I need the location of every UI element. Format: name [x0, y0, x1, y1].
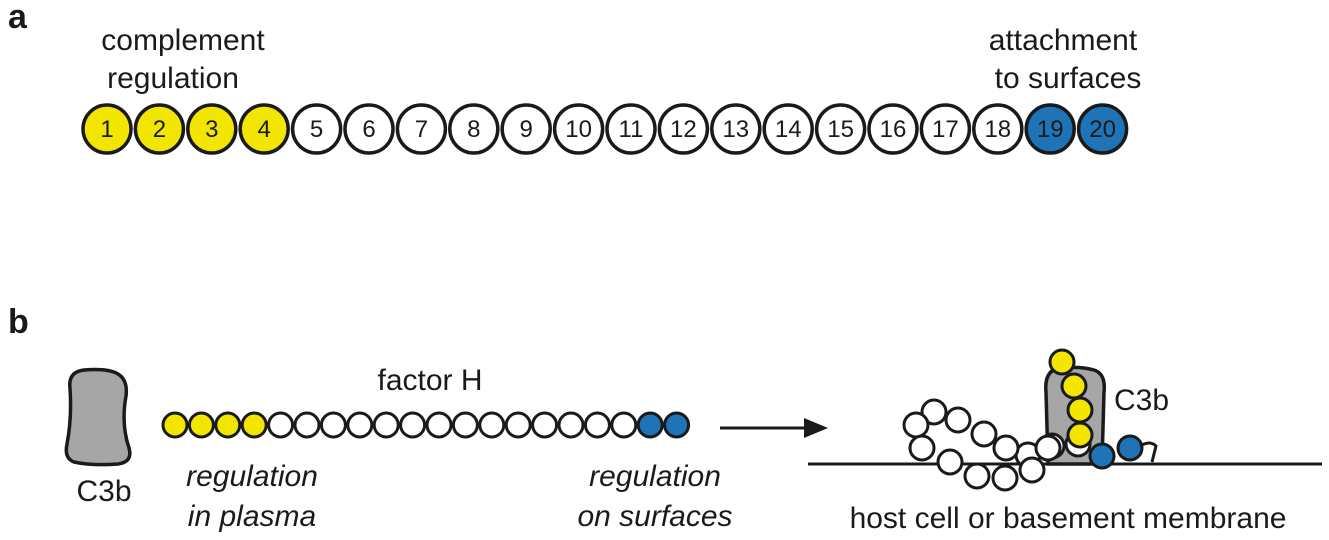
- svg-text:2: 2: [153, 116, 166, 143]
- svg-text:6: 6: [362, 116, 375, 143]
- svg-text:4: 4: [258, 116, 271, 143]
- svg-text:15: 15: [827, 116, 854, 143]
- svg-text:9: 9: [520, 116, 533, 143]
- c3b-label-right: C3b: [1114, 384, 1169, 417]
- ccp-domain-1: 1: [81, 103, 133, 155]
- ccp-domain-13: 13: [710, 103, 762, 155]
- ccp-domain-4: 4: [238, 103, 290, 155]
- bound-domain-14: [970, 420, 998, 448]
- arrow-icon: [720, 418, 828, 438]
- regulation-in-plasma-line1: regulation: [186, 460, 318, 493]
- membrane-label: host cell or basement membrane: [850, 502, 1287, 535]
- attachment-caption-line2: to surfaces: [995, 62, 1142, 95]
- svg-text:12: 12: [670, 116, 697, 143]
- chain-domain-12: [451, 411, 479, 439]
- c3b-shape-left: [64, 367, 132, 467]
- chain-domain-20: [663, 411, 691, 439]
- svg-text:14: 14: [775, 116, 802, 143]
- bound-domain-3: [1066, 396, 1094, 424]
- chain-domain-14: [504, 411, 532, 439]
- bound-domain-6: [1018, 456, 1046, 484]
- svg-text:16: 16: [880, 116, 907, 143]
- panel-b-label: b: [8, 303, 29, 341]
- svg-text:5: 5: [310, 116, 323, 143]
- chain-domain-2: [187, 411, 215, 439]
- bound-domain-5: [1034, 434, 1062, 462]
- c3b-label-left: C3b: [76, 475, 131, 508]
- chain-domain-4: [240, 411, 268, 439]
- chain-domain-19: [636, 411, 664, 439]
- bound-domain-12: [920, 398, 948, 426]
- bound-domain-20: [1116, 434, 1144, 462]
- svg-text:1: 1: [100, 116, 113, 143]
- chain-domain-10: [399, 411, 427, 439]
- ccp-domain-9: 9: [500, 103, 552, 155]
- ccp-domain-5: 5: [290, 103, 343, 155]
- ccp-domain-14: 14: [762, 103, 814, 155]
- factor-h-label: factor H: [377, 364, 482, 397]
- panel-a-label: a: [8, 0, 28, 36]
- attachment-caption-line1: attachment: [989, 24, 1138, 57]
- svg-text:17: 17: [932, 116, 959, 143]
- chain-domain-7: [319, 411, 347, 439]
- regulation-on-surfaces-line2: on surfaces: [577, 500, 732, 533]
- chain-domain-16: [557, 411, 585, 439]
- bound-domain-1: [1048, 348, 1076, 376]
- ccp-domain-6: 6: [343, 103, 395, 155]
- bound-domain-11: [902, 411, 930, 439]
- factor-h-chain: [161, 411, 691, 439]
- svg-text:8: 8: [467, 116, 480, 143]
- svg-text:7: 7: [415, 116, 428, 143]
- bound-domain-9: [936, 448, 964, 476]
- chain-domain-6: [293, 411, 321, 439]
- ccp-domain-18: 18: [972, 103, 1024, 155]
- ccp-domain-7: 7: [395, 103, 448, 155]
- ccp-domain-20: 20: [1076, 103, 1129, 155]
- chain-domain-5: [267, 411, 295, 439]
- surface-glycan-icon: [1139, 441, 1158, 463]
- chain-domain-15: [531, 411, 559, 439]
- svg-text:3: 3: [205, 116, 218, 143]
- svg-text:13: 13: [722, 116, 749, 143]
- svg-text:19: 19: [1037, 116, 1064, 143]
- bound-domain-4: [1066, 421, 1094, 449]
- complement-regulation-caption-line1: complement: [101, 24, 265, 57]
- ccp-domain-12: 12: [657, 103, 710, 155]
- complement-regulation-caption-line2: regulation: [107, 62, 239, 95]
- svg-text:18: 18: [984, 116, 1011, 143]
- ccp-domain-10: 10: [552, 103, 605, 155]
- ccp-domain-19: 19: [1024, 103, 1076, 155]
- bound-domain-7: [991, 464, 1019, 492]
- chain-domain-17: [583, 411, 611, 439]
- chain-domain-9: [372, 411, 400, 439]
- bound-factor-h-chain: [902, 348, 1158, 492]
- bound-domain-10: [908, 434, 936, 462]
- chain-domain-11: [425, 411, 453, 439]
- svg-text:10: 10: [565, 116, 592, 143]
- svg-text:20: 20: [1089, 116, 1116, 143]
- chain-domain-18: [610, 411, 638, 439]
- regulation-on-surfaces-line1: regulation: [589, 460, 721, 493]
- chain-domain-13: [478, 411, 506, 439]
- ccp-domain-3: 3: [186, 103, 238, 155]
- ccp-domain-8: 8: [448, 103, 500, 155]
- svg-text:11: 11: [619, 116, 644, 143]
- ccp-domain-15: 15: [814, 103, 867, 155]
- chain-domain-8: [346, 411, 374, 439]
- bound-domain-19: [1088, 442, 1116, 470]
- ccp-domain-16: 16: [867, 103, 919, 155]
- ccp-domain-2: 2: [133, 103, 186, 155]
- bound-domain-15: [992, 434, 1020, 462]
- ccp-domain-11: 11: [605, 103, 657, 155]
- bound-domain-2: [1060, 372, 1088, 400]
- ccp-domain-17: 17: [919, 103, 972, 155]
- bound-domain-13: [944, 406, 972, 434]
- chain-domain-3: [214, 411, 242, 439]
- bound-domain-8: [963, 462, 991, 490]
- regulation-in-plasma-line2: in plasma: [188, 500, 316, 533]
- chain-domain-1: [161, 411, 189, 439]
